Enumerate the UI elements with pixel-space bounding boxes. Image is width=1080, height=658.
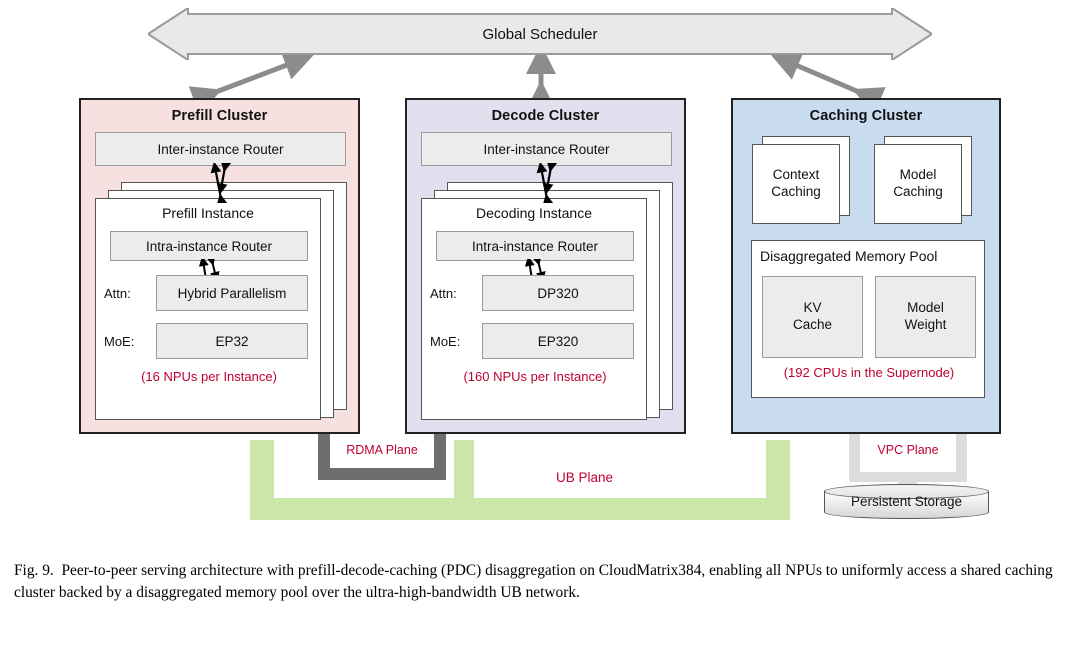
prefill-moe-value[interactable]: EP32 <box>156 323 308 359</box>
prefill-inter-instance-router[interactable]: Inter-instance Router <box>95 132 346 166</box>
caching-cluster-title: Caching Cluster <box>809 108 923 124</box>
prefill-attn-row: Attn: Hybrid Parallelism <box>96 275 322 311</box>
arrow-scheduler-prefill <box>188 55 315 105</box>
prefill-attn-value[interactable]: Hybrid Parallelism <box>156 275 308 311</box>
prefill-instance-stack: Prefill Instance Intra-instance Router A… <box>95 182 347 420</box>
figure-caption-text: Peer-to-peer serving architecture with p… <box>14 562 1053 601</box>
decode-instance-card-front[interactable]: Decoding Instance Intra-instance Router … <box>421 198 647 420</box>
global-scheduler-label: Global Scheduler <box>482 25 598 43</box>
decode-inter-instance-router[interactable]: Inter-instance Router <box>421 132 672 166</box>
decode-moe-value[interactable]: EP320 <box>482 323 634 359</box>
decode-router-link-arrows <box>536 163 558 203</box>
decode-attn-row: Attn: DP320 <box>422 275 648 311</box>
decode-attn-value[interactable]: DP320 <box>482 275 634 311</box>
vpc-plane-gap <box>860 434 956 472</box>
decode-moe-row: MoE: EP320 <box>422 323 648 359</box>
global-scheduler-arrow-shape <box>148 8 932 60</box>
ub-plane-gap-right <box>474 440 766 498</box>
prefill-attn-label: Attn: <box>104 285 131 301</box>
persistent-storage-label: Persistent Storage <box>850 494 963 509</box>
prefill-cluster-title: Prefill Cluster <box>171 108 268 124</box>
scheduler-connector-arrows <box>188 55 886 105</box>
prefill-moe-row: MoE: EP32 <box>96 323 322 359</box>
decode-attn-label: Attn: <box>430 285 457 301</box>
persistent-storage-cylinder[interactable]: Persistent Storage <box>824 484 989 520</box>
decode-moe-label: MoE: <box>430 333 461 349</box>
figure-caption: Fig. 9. Peer-to-peer serving architectur… <box>14 560 1070 604</box>
decode-cluster[interactable]: Decode Cluster Inter-instance Router Dec… <box>405 98 686 434</box>
prefill-intra-instance-router[interactable]: Intra-instance Router <box>110 231 308 261</box>
vpc-plane-label: VPC Plane <box>877 443 939 457</box>
prefill-cluster[interactable]: Prefill Cluster Inter-instance Router Pr… <box>79 98 360 434</box>
decode-npu-note: (160 NPUs per Instance) <box>463 369 607 384</box>
prefill-npu-note: (16 NPUs per Instance) <box>141 369 277 384</box>
figure-number: Fig. 9. <box>14 562 54 579</box>
memory-pool-title: Disaggregated Memory Pool <box>760 248 938 264</box>
arrow-scheduler-caching <box>770 55 886 105</box>
global-scheduler: Global Scheduler <box>148 8 932 60</box>
rdma-plane-label: RDMA Plane <box>346 443 418 457</box>
decode-instance-stack: Decoding Instance Intra-instance Router … <box>421 182 673 420</box>
memory-pool-cpu-note: (192 CPUs in the Supernode) <box>783 365 955 380</box>
prefill-router-link-arrows <box>210 163 232 203</box>
decode-instance-title: Decoding Instance <box>476 205 592 221</box>
prefill-instance-card-front[interactable]: Prefill Instance Intra-instance Router A… <box>95 198 321 420</box>
prefill-instance-title: Prefill Instance <box>162 205 254 221</box>
persistent-storage-top <box>824 484 989 499</box>
decode-cluster-title: Decode Cluster <box>491 108 600 124</box>
prefill-moe-label: MoE: <box>104 333 135 349</box>
decode-intra-instance-router[interactable]: Intra-instance Router <box>436 231 634 261</box>
ub-plane-label: UB Plane <box>556 470 614 485</box>
rdma-plane-gap <box>330 434 434 468</box>
figure-diagram: Global Scheduler Prefill Cluster Inter-i… <box>79 8 1001 520</box>
